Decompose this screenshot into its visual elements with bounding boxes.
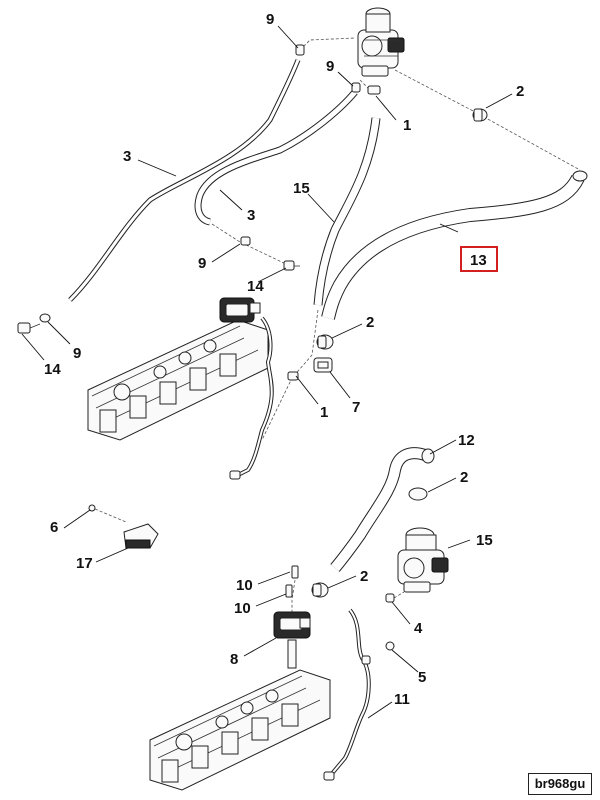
callout-9: 9 — [326, 58, 334, 75]
callout-9: 9 — [266, 11, 274, 28]
sensor-module-upper — [219, 297, 261, 323]
callout-11: 11 — [394, 691, 410, 708]
harness-1-upper — [229, 316, 299, 480]
guide-line — [359, 79, 373, 93]
callout-10: 10 — [234, 600, 251, 617]
callout-8: 8 — [230, 651, 238, 668]
hose-15-upper — [313, 117, 381, 306]
callout-numbers: 9 9 1 2 3 3 15 13 9 14 14 9 2 7 1 12 2 1… — [44, 11, 524, 708]
guide-line — [291, 579, 296, 620]
fitting-14-upper — [283, 260, 300, 271]
diagram-id-label: br968gu — [528, 773, 592, 795]
leader-lines — [21, 25, 513, 719]
guide-line — [211, 223, 291, 267]
air-valve-lower — [397, 527, 449, 593]
clamp-2-lower-right — [408, 487, 428, 501]
callout-6: 6 — [50, 519, 58, 536]
hose-12 — [330, 447, 435, 572]
callout-9: 9 — [198, 255, 206, 272]
stud-10-b — [285, 584, 293, 598]
callout-17: 17 — [76, 555, 93, 572]
callout-14: 14 — [247, 278, 264, 295]
callout-5: 5 — [418, 669, 426, 686]
callout-13: 13 — [470, 252, 487, 269]
callout-2: 2 — [460, 469, 468, 486]
clamp-2-lower — [311, 582, 329, 598]
clamp-2-mid — [316, 334, 334, 350]
guide-line — [394, 69, 581, 171]
bracket-7 — [313, 357, 333, 373]
callout-1: 1 — [403, 117, 411, 134]
guide-line — [261, 309, 319, 441]
nut-5 — [385, 641, 395, 651]
callout-10: 10 — [236, 577, 253, 594]
clamp-2-top — [472, 108, 488, 122]
air-valve-top — [357, 7, 405, 77]
callout-2: 2 — [516, 83, 524, 100]
callout-2: 2 — [360, 568, 368, 585]
bracket-17 — [123, 523, 159, 549]
fitting-9-top — [367, 85, 381, 95]
fitting-14-lower-left — [17, 322, 41, 334]
callout-3: 3 — [247, 207, 255, 224]
stud-10-a — [291, 565, 299, 579]
callout-15: 15 — [476, 532, 493, 549]
callout-7: 7 — [352, 399, 360, 416]
harness-11 — [323, 608, 371, 781]
callout-4: 4 — [414, 620, 423, 637]
valve-cover-lower — [149, 669, 331, 791]
hose-3-right — [194, 89, 358, 226]
highlighted-callout-box — [460, 246, 498, 272]
callout-2: 2 — [366, 314, 374, 331]
guide-line — [299, 37, 356, 51]
pin-6 — [88, 504, 127, 523]
callout-14: 14 — [44, 361, 61, 378]
callout-1: 1 — [320, 404, 328, 421]
bolt-4 — [385, 591, 405, 603]
callout-9: 9 — [73, 345, 81, 362]
sensor-module-8 — [273, 611, 311, 669]
callout-12: 12 — [458, 432, 475, 449]
hose-13 — [321, 170, 588, 320]
valve-cover-upper — [87, 319, 269, 441]
fitting-9-lower-left — [39, 313, 51, 323]
fitting-9-b — [351, 82, 361, 93]
fitting-9-c — [240, 236, 251, 246]
callout-3: 3 — [123, 148, 131, 165]
hose-3-left — [68, 59, 301, 302]
callout-15: 15 — [293, 180, 310, 197]
